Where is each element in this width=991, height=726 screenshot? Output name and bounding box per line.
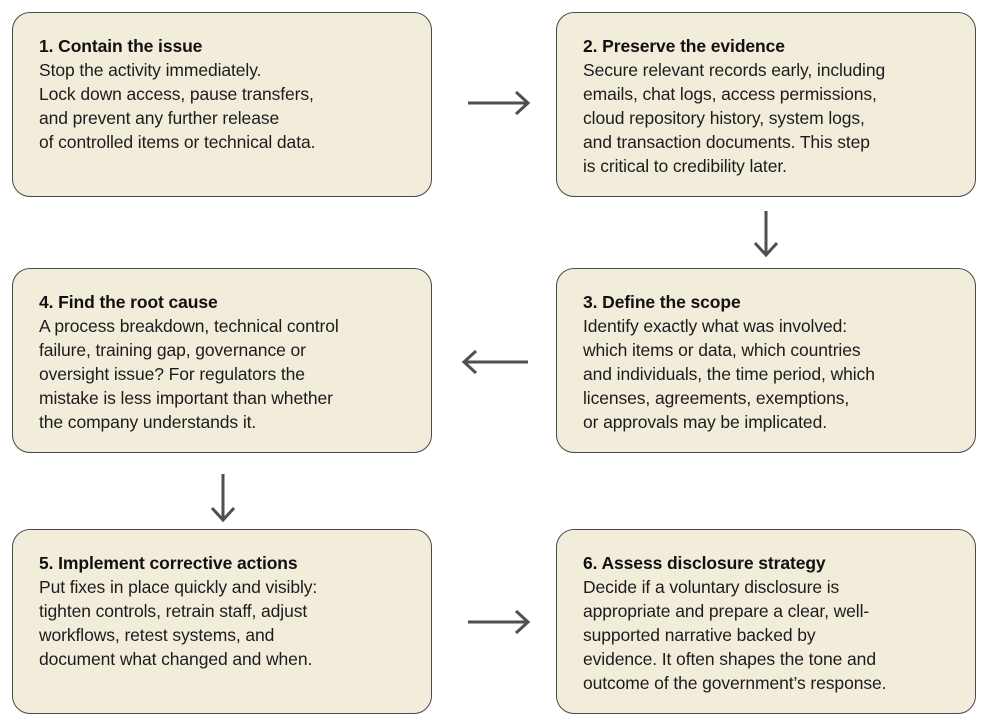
step-1-title: 1. Contain the issue: [39, 36, 203, 56]
step-2-title: 2. Preserve the evidence: [583, 36, 785, 56]
step-2-body: Secure relevant records early, including…: [583, 60, 886, 176]
arrow-right-icon: [468, 609, 531, 635]
arrow-2-to-3: [752, 209, 780, 259]
arrow-4-to-5: [209, 472, 237, 524]
arrow-5-to-6: [466, 608, 532, 636]
step-4-body: A process breakdown, technical control f…: [39, 316, 339, 432]
step-5-title: 5. Implement corrective actions: [39, 553, 298, 573]
step-box-3: 3. Define the scope Identify exactly wha…: [556, 268, 976, 453]
step-box-1: 1. Contain the issue Stop the activity i…: [12, 12, 432, 197]
step-5-body: Put fixes in place quickly and visibly: …: [39, 577, 318, 669]
arrow-1-to-2: [466, 89, 532, 117]
step-4-title: 4. Find the root cause: [39, 292, 218, 312]
step-1-body: Stop the activity immediately. Lock down…: [39, 60, 316, 152]
arrow-3-to-4: [460, 348, 530, 376]
step-3-title: 3. Define the scope: [583, 292, 741, 312]
arrow-down-icon: [210, 474, 236, 523]
step-6-title: 6. Assess disclosure strategy: [583, 553, 826, 573]
step-box-2: 2. Preserve the evidence Secure relevant…: [556, 12, 976, 197]
arrow-left-icon: [461, 349, 528, 375]
step-box-4: 4. Find the root cause A process breakdo…: [12, 268, 432, 453]
step-box-5: 5. Implement corrective actions Put fixe…: [12, 529, 432, 714]
step-box-6: 6. Assess disclosure strategy Decide if …: [556, 529, 976, 714]
step-3-body: Identify exactly what was involved: whic…: [583, 316, 875, 432]
arrow-right-icon: [468, 90, 531, 116]
step-6-body: Decide if a voluntary disclosure is appr…: [583, 577, 887, 693]
arrow-down-icon: [753, 211, 779, 258]
